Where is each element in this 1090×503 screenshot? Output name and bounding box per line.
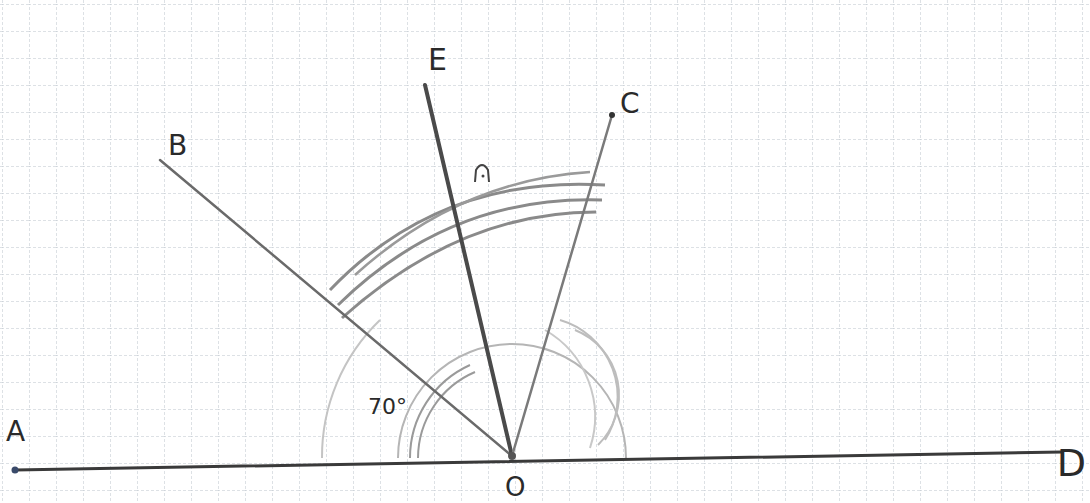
point-A [12, 467, 19, 474]
point-label: C [620, 90, 640, 118]
point-label: O [505, 474, 525, 500]
point-label: E [428, 45, 447, 75]
line-AD [15, 452, 1062, 470]
construction-lines [15, 85, 1062, 470]
ray-OE [425, 85, 512, 456]
point-O [508, 452, 516, 460]
point-label: A [6, 418, 25, 446]
point-label: B [168, 132, 187, 160]
angle-mark [475, 165, 489, 182]
compass-arcs [322, 172, 626, 458]
point-C [609, 112, 615, 118]
point-label: D [1057, 444, 1086, 482]
ray-OB [160, 160, 512, 456]
mark-dot [482, 175, 485, 178]
points [12, 112, 616, 474]
angle-measure: 70° [368, 396, 407, 418]
ray-OC [512, 115, 612, 456]
